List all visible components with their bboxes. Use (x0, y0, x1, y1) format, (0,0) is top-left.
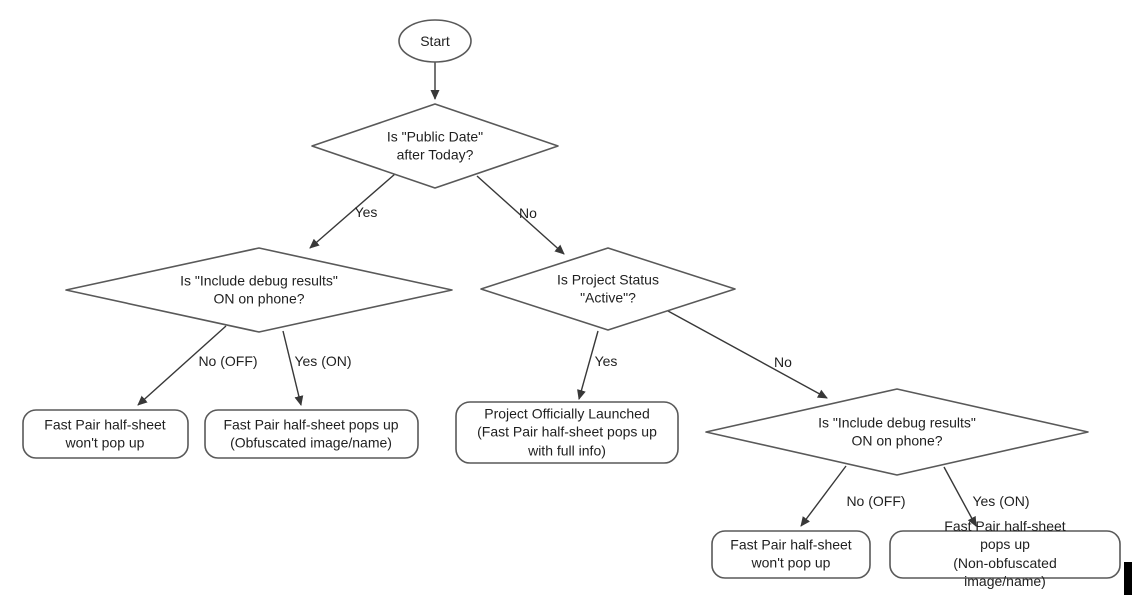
decision-project-status-node (480, 247, 736, 331)
outcome-obfuscated-node (204, 409, 419, 459)
decision-public-date-node (311, 103, 559, 189)
outcome-launched-node (455, 401, 679, 464)
text-cursor-artifact (1124, 562, 1132, 595)
edge-public-date-no (476, 175, 565, 255)
start-node-label: Start (420, 32, 450, 49)
decision-public-date-label: Is "Public Date" after Today? (386, 128, 484, 163)
decision-debug-left-node (65, 247, 453, 333)
outcome-no-popup-left-node (22, 409, 189, 459)
edge-label-debug-right-yes: Yes (ON) (972, 493, 1030, 509)
edge-debug-right-no (800, 465, 847, 527)
decision-debug-right-node (705, 388, 1089, 476)
edge-label-public-date-no: No (519, 205, 537, 221)
outcome-no-popup-right-label: Fast Pair half-sheet won't pop up (730, 536, 852, 571)
edge-label-public-date-yes: Yes (354, 204, 378, 220)
edge-label-debug-right-no: No (OFF) (846, 493, 906, 509)
edge-label-project-status-no: No (774, 354, 792, 370)
edge-label-project-status-yes: Yes (594, 353, 618, 369)
edge-project-status-yes (577, 330, 599, 400)
decision-debug-left-label: Is "Include debug results" ON on phone? (180, 272, 338, 307)
edge-label-debug-left-yes: Yes (ON) (294, 353, 352, 369)
edge-project-status-no (667, 310, 828, 399)
edge-debug-right-yes (943, 466, 977, 527)
outcome-non-obfuscated-node (889, 530, 1121, 579)
outcome-obfuscated-label: Fast Pair half-sheet pops up (Obfuscated… (223, 416, 399, 451)
edge-label-debug-left-no: No (OFF) (198, 353, 258, 369)
outcome-launched-label: Project Officially Launched (Fast Pair h… (477, 405, 657, 459)
edge-public-date-yes (309, 173, 396, 249)
decision-debug-right-label: Is "Include debug results" ON on phone? (818, 414, 976, 449)
outcome-no-popup-left-label: Fast Pair half-sheet won't pop up (44, 416, 166, 451)
edge-debug-left-yes (282, 330, 304, 406)
outcome-non-obfuscated-label: Fast Pair half-sheet pops up (Non-obfusc… (944, 518, 1066, 590)
outcome-no-popup-right-node (711, 530, 871, 579)
decision-project-status-label: Is Project Status "Active"? (557, 271, 659, 306)
start-node (398, 19, 472, 63)
edge-debug-left-no (137, 325, 227, 406)
